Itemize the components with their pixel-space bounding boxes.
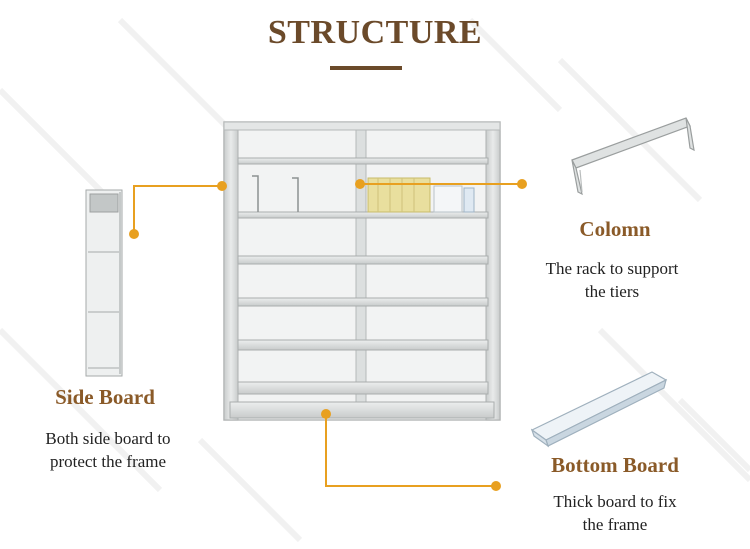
side-board-label: Side Board [55,385,155,409]
connector-dots [129,179,527,491]
page-title: STRUCTURE [267,14,483,51]
bottom-board-label: Bottom Board [551,453,679,477]
shelves [229,157,495,419]
side-board-image [85,189,123,377]
bottom-board-image [530,371,668,448]
bottom-board-description: Thick board to fix the frame [520,490,710,536]
side-board-desc-line2: protect the frame [49,452,167,471]
side-board-description: Both side board to protect the frame [10,427,206,473]
colomn-desc-line2: the tiers [584,282,640,301]
title-underline [330,66,402,70]
bottom-board-desc-line2: the frame [582,515,648,534]
side-board-desc-line1: Both side board to [45,429,171,448]
colomn-image [571,117,695,196]
bottom-board-desc-line1: Thick board to fix [553,492,677,511]
colomn-desc-line1: The rack to support [545,259,679,278]
shelf-frame [223,121,501,421]
colomn-label: Colomn [579,217,651,241]
colomn-description: The rack to support the tiers [512,257,712,303]
connector-lines [133,183,522,487]
